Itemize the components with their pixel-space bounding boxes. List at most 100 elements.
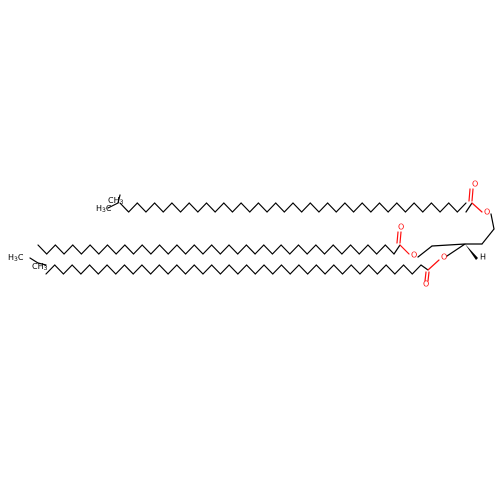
bond-116 [245, 264, 256, 275]
bond-26 [344, 202, 355, 213]
bond-79 [323, 244, 334, 255]
bond-65 [202, 244, 213, 255]
bond-29 [370, 202, 381, 213]
bond-126 [333, 264, 344, 275]
bond-6 [171, 202, 182, 213]
bond-58 [141, 244, 152, 255]
bond-0 [119, 202, 130, 213]
bond-80 [332, 244, 343, 255]
bond-131 [376, 264, 387, 275]
bond-56 [124, 244, 135, 255]
bond-81 [341, 244, 352, 255]
bond-132 [385, 264, 396, 275]
bond-64 [193, 244, 204, 255]
bond-2 [136, 202, 147, 213]
methyl-group-b: CH3 [108, 196, 124, 206]
bond-111 [202, 264, 213, 275]
bond-43 [471, 202, 483, 213]
methyl-group-d: CH3 [32, 262, 48, 272]
bond-103 [132, 264, 143, 275]
bond-83 [358, 244, 369, 255]
bond-91 [417, 245, 433, 258]
bond-145 [37, 262, 47, 266]
bond-76 [297, 244, 308, 255]
bond-33 [404, 202, 415, 213]
bond-100 [106, 264, 117, 275]
bond-41 [468, 188, 471, 202]
bond-9 [197, 202, 208, 213]
bond-89 [399, 231, 402, 244]
bond-31 [387, 202, 398, 213]
bond-110 [193, 264, 204, 275]
bond-61 [167, 244, 178, 255]
carbonyl-oxygen-2: O [398, 223, 404, 232]
bond-124 [315, 264, 326, 275]
bond-88 [396, 231, 399, 244]
bond-18 [275, 202, 285, 213]
bond-138 [427, 271, 430, 282]
bond-106 [158, 264, 169, 275]
bond-137 [424, 271, 427, 282]
bond-57 [132, 244, 143, 255]
bond-52 [89, 244, 100, 255]
bond-82 [349, 244, 360, 255]
bond-133 [394, 264, 405, 275]
bond-117 [254, 264, 265, 275]
bond-13 [231, 202, 242, 213]
methyl-group-a: H3C [96, 204, 112, 214]
bond-129 [359, 264, 370, 275]
bond-66 [211, 244, 221, 255]
bond-78 [315, 244, 326, 255]
bond-63 [185, 244, 195, 255]
bond-74 [280, 244, 291, 255]
bond-107 [167, 264, 178, 275]
bond-87 [393, 244, 401, 255]
bond-94 [54, 264, 65, 275]
bond-28 [361, 202, 372, 213]
bond-22 [309, 202, 320, 213]
methyl-group-c: H3C [8, 253, 24, 263]
bond-30 [378, 202, 389, 213]
bond-69 [237, 244, 247, 255]
bond-11 [214, 202, 225, 213]
bond-1 [128, 202, 138, 213]
bond-3 [145, 202, 156, 213]
stereo-wedge [465, 244, 478, 260]
bond-53 [98, 244, 109, 255]
bond-125 [324, 264, 335, 275]
carbonyl-oxygen-3: O [423, 280, 429, 289]
bond-35 [422, 202, 432, 213]
bond-123 [307, 264, 317, 275]
bond-14 [240, 202, 251, 213]
bond-40 [465, 202, 473, 213]
bond-97 [80, 264, 91, 275]
bond-7 [179, 202, 190, 213]
bond-96 [71, 264, 82, 275]
bond-67 [219, 244, 230, 255]
bond-45 [481, 228, 495, 245]
bond-75 [289, 244, 300, 255]
bond-44 [490, 213, 495, 230]
bond-77 [306, 244, 317, 255]
bond-23 [318, 202, 329, 213]
bond-143 [117, 194, 121, 204]
bond-42 [471, 188, 474, 202]
bond-118 [263, 264, 274, 275]
bond-34 [413, 202, 424, 213]
bond-121 [289, 264, 300, 275]
bond-62 [176, 244, 187, 255]
ester-oxygen-1: O [484, 208, 490, 217]
bond-16 [257, 202, 268, 213]
bond-46 [37, 244, 48, 255]
bond-130 [368, 264, 378, 275]
bond-50 [72, 244, 83, 255]
bond-51 [80, 244, 91, 255]
bond-144 [29, 257, 39, 264]
bond-135 [411, 264, 422, 275]
bond-72 [263, 244, 274, 255]
bond-92 [431, 243, 466, 247]
bond-68 [228, 244, 239, 255]
bond-86 [384, 244, 395, 255]
bond-55 [115, 244, 126, 255]
